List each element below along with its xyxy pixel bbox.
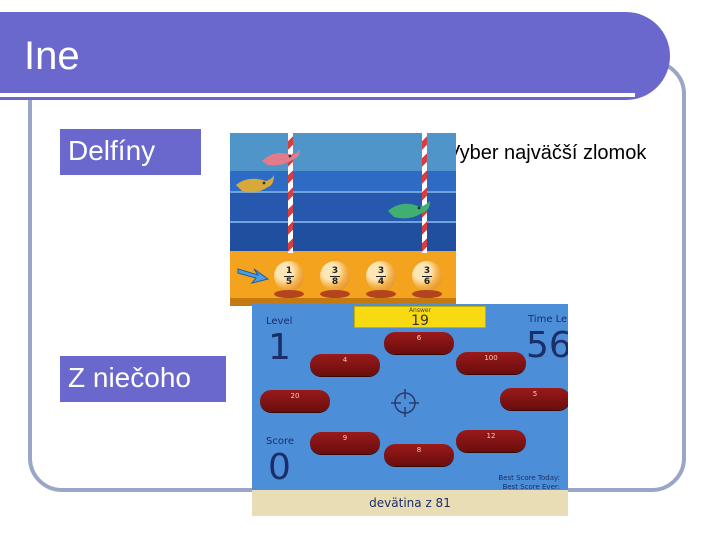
time-value: 56	[526, 325, 568, 366]
choice-button[interactable]: 8	[384, 444, 454, 466]
title-underline	[0, 93, 635, 97]
ball-stand	[320, 290, 350, 298]
crosshair-icon	[391, 389, 419, 417]
best-score-today: Best Score Today:	[498, 474, 560, 482]
fraction-ball[interactable]: 3 4	[366, 261, 396, 291]
target-value: 19	[411, 313, 429, 329]
score-label: Score	[266, 436, 295, 447]
fraction-ball[interactable]: 1 5	[274, 261, 304, 291]
yellow-dolphin-icon[interactable]	[234, 175, 276, 197]
fraction-ball[interactable]: 3 8	[320, 261, 350, 291]
fraction-numerator: 3	[377, 266, 385, 276]
dolphin-game-screenshot[interactable]: 1 5 3 8 3 4 3 6	[230, 133, 456, 306]
fraction-ball[interactable]: 3 6	[412, 261, 442, 291]
choice-button[interactable]: 9	[310, 432, 380, 454]
choice-button[interactable]: 4	[310, 354, 380, 376]
choice-button[interactable]: 6	[384, 332, 454, 354]
item-from-something-label: Z niečoho	[60, 356, 226, 402]
fraction-numerator: 3	[423, 266, 431, 276]
title-bar	[0, 12, 670, 100]
choice-button[interactable]: 5	[500, 388, 568, 410]
fraction-numerator: 3	[331, 266, 339, 276]
fraction-bar	[422, 276, 432, 277]
fraction-denominator: 5	[285, 277, 293, 287]
pole	[288, 133, 293, 253]
fraction-bar	[284, 276, 294, 277]
caption-choose-largest-fraction: Vyber najväčší zlomok	[447, 142, 647, 164]
wave-band	[230, 221, 456, 255]
ball-stand	[274, 290, 304, 298]
question-bar: devätina z 81	[252, 490, 568, 516]
fraction-denominator: 6	[423, 277, 431, 287]
green-dolphin-icon[interactable]	[386, 199, 432, 223]
target-game-screenshot[interactable]: Answer 19 Level 1 Time Le 56 Score 0 6 4…	[252, 304, 568, 516]
item-dolphins-label: Delfíny	[60, 129, 201, 175]
choice-button[interactable]: 100	[456, 352, 526, 374]
fraction-numerator: 1	[285, 266, 293, 276]
fraction-denominator: 4	[377, 277, 385, 287]
pink-dolphin-icon[interactable]	[260, 147, 302, 169]
choice-button[interactable]: 20	[260, 390, 330, 412]
time-label: Time Le	[528, 314, 568, 325]
slide-title: Ine	[24, 34, 80, 78]
target-box: Answer 19	[354, 306, 486, 328]
pole	[422, 133, 427, 253]
level-label: Level	[266, 316, 293, 327]
fraction-bar	[330, 276, 340, 277]
score-value: 0	[268, 447, 291, 488]
choice-button[interactable]: 12	[456, 430, 526, 452]
ball-stand	[366, 290, 396, 298]
fraction-bar	[376, 276, 386, 277]
ground-strip	[230, 298, 456, 306]
target-small-label: Answer	[408, 307, 432, 314]
best-score-ever: Best Score Ever:	[502, 483, 560, 491]
fraction-denominator: 8	[331, 277, 339, 287]
level-value: 1	[268, 327, 291, 368]
ball-stand	[412, 290, 442, 298]
question-text: devätina z 81	[369, 496, 451, 510]
arrow-right-icon	[237, 268, 270, 284]
